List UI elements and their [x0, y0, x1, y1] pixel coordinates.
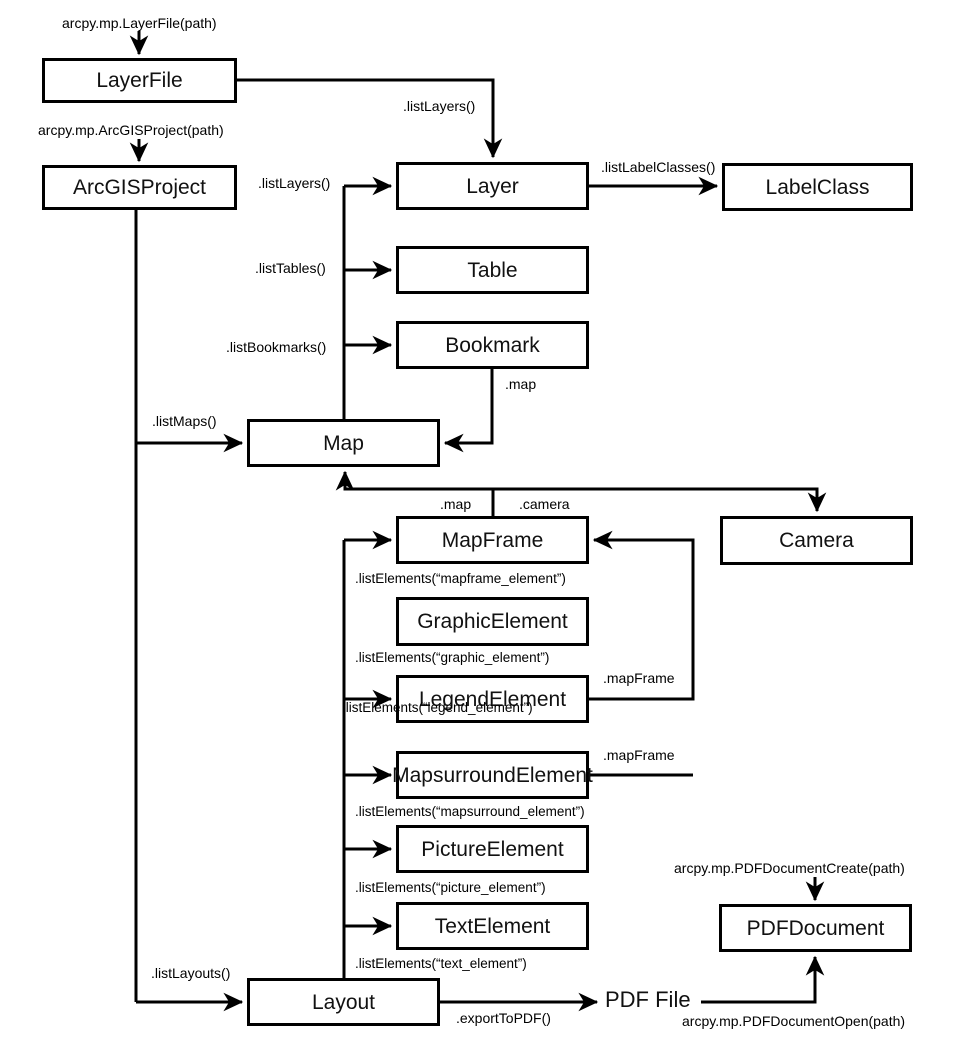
edge-label-mapframe-camera: .camera	[519, 496, 570, 512]
edge-label-pdfdocumentopen: arcpy.mp.PDFDocumentOpen(path)	[682, 1013, 906, 1029]
node-table[interactable]: Table	[396, 246, 589, 294]
edge-label-layerfile-constructor: arcpy.mp.LayerFile(path)	[62, 15, 217, 31]
edge-legendelement-mapframe	[589, 530, 695, 701]
edge-label-listelements-mapframe: .listElements(“mapframe_element”)	[355, 571, 566, 586]
edge-mapframe-map	[335, 470, 495, 516]
node-label: LabelClass	[765, 175, 870, 199]
node-label: MapsurroundElement	[392, 763, 593, 787]
node-pdfdocument[interactable]: PDFDocument	[719, 904, 912, 952]
node-camera[interactable]: Camera	[720, 516, 913, 565]
node-map[interactable]: Map	[247, 419, 440, 467]
edge-label-listelements-legend: .listElements(“legend_element”)	[342, 700, 533, 715]
edge-pdffile-pdfdocument	[701, 955, 825, 1004]
node-label: Layer	[466, 174, 519, 198]
node-label: LayerFile	[96, 69, 183, 92]
edge-label-listlayers-from-map: .listLayers()	[258, 175, 331, 191]
edge-label-listlabelclasses: .listLabelClasses()	[601, 159, 716, 175]
node-label: Table	[467, 258, 518, 282]
node-legendelement[interactable]: LegendElement	[396, 675, 589, 723]
node-label: Camera	[779, 529, 854, 552]
node-layerfile[interactable]: LayerFile	[42, 58, 237, 103]
node-layer[interactable]: Layer	[396, 162, 589, 210]
edge-label-bookmark-map: .map	[505, 376, 537, 392]
edge-label-listlayers-from-layerfile: .listLayers()	[403, 98, 476, 114]
node-label: Bookmark	[445, 333, 540, 357]
node-mapsurroundelement[interactable]: MapsurroundElement	[392, 751, 593, 799]
node-label: PDFDocument	[746, 916, 885, 940]
node-label: GraphicElement	[417, 610, 568, 633]
edge-layerfile-layer	[237, 78, 503, 159]
node-label: ArcGISProject	[72, 176, 207, 199]
edge-mapframe-camera	[493, 487, 827, 513]
node-pictureelement[interactable]: PictureElement	[396, 825, 589, 873]
node-layout[interactable]: Layout	[247, 978, 440, 1026]
edge-label-legendelement-mapframe: .mapFrame	[603, 670, 675, 686]
edge-label-mapframe-map: .map	[440, 496, 472, 512]
node-label: PictureElement	[421, 837, 564, 861]
edge-label-listelements-text: .listElements(“text_element”)	[355, 956, 527, 971]
edge-label-listlayouts: .listLayouts()	[151, 965, 231, 981]
edge-label-listelements-picture: .listElements(“picture_element”)	[355, 880, 546, 895]
edge-bookmark-map	[443, 369, 494, 453]
node-mapframe[interactable]: MapFrame	[396, 516, 589, 564]
node-label: Layout	[311, 990, 376, 1014]
node-labelclass[interactable]: LabelClass	[722, 163, 913, 211]
node-pdf-file: PDF File	[605, 987, 691, 1012]
node-bookmark[interactable]: Bookmark	[396, 321, 589, 369]
node-graphicelement[interactable]: GraphicElement	[396, 597, 589, 646]
edge-label-listelements-mapsurround: .listElements(“mapsurround_element”)	[355, 804, 585, 819]
edge-label-listelements-graphic: .listElements(“graphic_element”)	[355, 650, 550, 665]
node-label: MapFrame	[441, 528, 544, 552]
edge-label-arcgisproject-constructor: arcpy.mp.ArcGISProject(path)	[38, 122, 224, 138]
node-textelement[interactable]: TextElement	[396, 902, 589, 950]
node-label: TextElement	[434, 914, 551, 938]
node-label: Map	[323, 431, 364, 455]
node-arcgisproject[interactable]: ArcGISProject	[42, 165, 237, 210]
node-label: LegendElement	[418, 687, 567, 711]
edge-label-pdfdocumentcreate: arcpy.mp.PDFDocumentCreate(path)	[674, 860, 905, 876]
edge-label-exporttopdf: .exportToPDF()	[456, 1010, 551, 1026]
edge-label-listmaps: .listMaps()	[152, 413, 217, 429]
edge-label-mapsurroundelement-mapframe: .mapFrame	[603, 747, 675, 763]
edge-label-listtables: .listTables()	[255, 260, 326, 276]
edge-label-listbookmarks: .listBookmarks()	[226, 339, 327, 355]
